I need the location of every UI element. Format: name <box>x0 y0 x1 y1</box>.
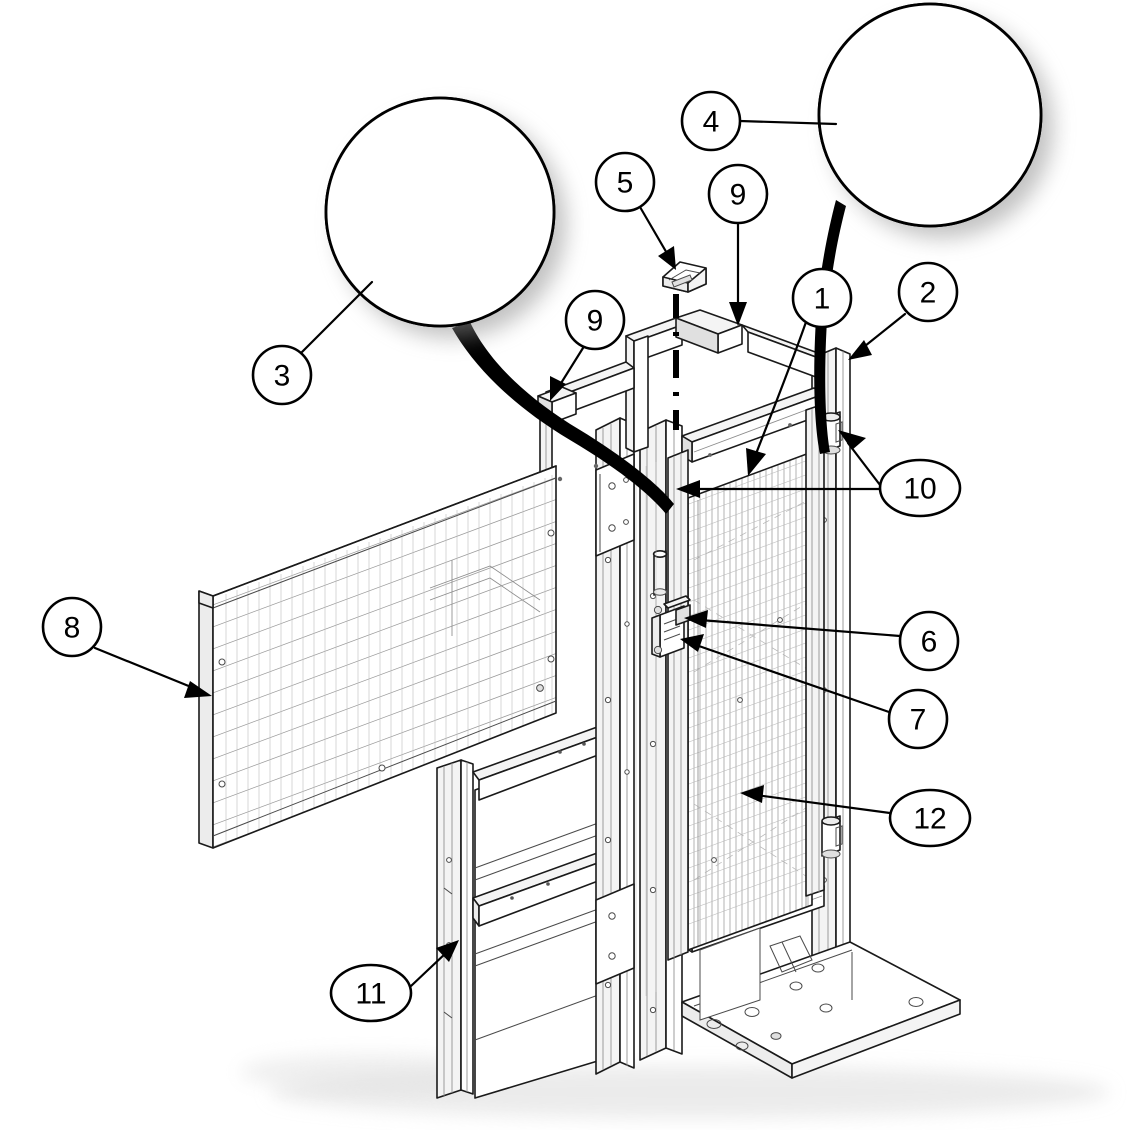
callout-12[interactable]: 12 <box>888 788 972 848</box>
safety-switch-assembly <box>651 595 691 658</box>
hinge-lower <box>821 815 843 859</box>
callout-5[interactable]: 5 <box>594 151 656 213</box>
callout-8-label: 8 <box>64 612 81 645</box>
floor-shadow <box>240 1054 1110 1118</box>
leader-7 <box>680 634 891 714</box>
leader-11 <box>409 940 459 988</box>
detail-b-connector <box>814 200 846 454</box>
leader-12 <box>740 785 892 815</box>
leader-8 <box>93 646 212 698</box>
callout-7[interactable]: 7 <box>887 688 949 750</box>
latch-striker-block <box>662 261 707 293</box>
leader-2 <box>848 312 907 360</box>
detail-view-a <box>324 96 674 514</box>
callout-3[interactable]: 3 <box>251 344 313 406</box>
callout-11[interactable]: 11 <box>329 963 413 1023</box>
leader-5 <box>638 205 676 270</box>
leader-9-left <box>550 346 585 401</box>
machine-base <box>681 927 961 1079</box>
callout-5-label: 5 <box>617 167 634 200</box>
callout-3-label: 3 <box>274 360 291 393</box>
upper-cage-frame <box>537 309 825 482</box>
callout-bubbles: 1 2 3 4 5 6 7 8 <box>41 90 972 1023</box>
detail-a-connector <box>452 322 674 514</box>
step-panels <box>472 725 607 1099</box>
callout-leaders <box>93 119 907 988</box>
leader-6 <box>684 610 902 638</box>
callout-9-left[interactable]: 9 <box>564 289 626 351</box>
callout-6-label: 6 <box>921 626 938 659</box>
leader-10 <box>676 430 882 498</box>
callout-9-left-label: 9 <box>587 305 604 338</box>
callout-4[interactable]: 4 <box>680 90 742 152</box>
door-top-rail <box>681 387 825 463</box>
leader-1 <box>746 320 808 476</box>
rear-cage-mesh <box>635 462 657 1000</box>
callout-4-label: 4 <box>703 106 720 139</box>
callout-7-label: 7 <box>910 704 927 737</box>
door-left-stile <box>667 449 689 961</box>
callout-9-right-label: 9 <box>730 179 747 212</box>
leader-4 <box>738 119 838 126</box>
lower-vertical-column <box>436 759 474 1099</box>
callout-1[interactable]: 1 <box>791 267 853 329</box>
callout-2-label: 2 <box>920 277 937 310</box>
door-mesh-infill <box>687 451 813 951</box>
callout-1-label: 1 <box>814 283 831 316</box>
callout-10-label: 10 <box>903 473 936 506</box>
leader-3 <box>298 280 374 356</box>
callout-9-right[interactable]: 9 <box>707 163 769 225</box>
callout-12-label: 12 <box>913 803 946 836</box>
callout-10[interactable]: 10 <box>878 458 962 518</box>
leader-9-right <box>729 222 747 326</box>
removable-mesh-panel <box>198 465 557 849</box>
callout-2[interactable]: 2 <box>897 261 959 323</box>
callout-8[interactable]: 8 <box>41 596 103 658</box>
callout-11-label: 11 <box>355 978 386 1011</box>
callout-6[interactable]: 6 <box>898 610 960 672</box>
detail-view-b <box>814 2 1053 454</box>
